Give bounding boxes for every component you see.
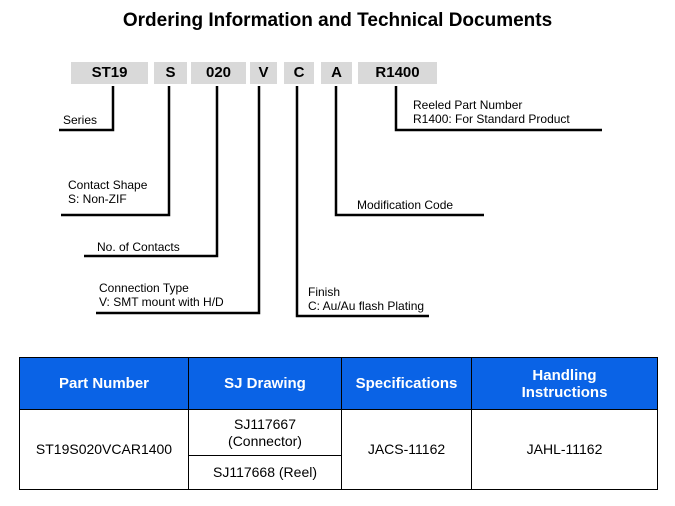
label-contact-shape-desc: S: Non-ZIF: [68, 192, 127, 206]
label-connection-type-title: Connection Type: [99, 281, 189, 295]
drawing-connector-note: (Connector): [228, 432, 302, 449]
cell-part-number: ST19S020VCAR1400: [19, 409, 189, 490]
segment-contact-shape: S: [154, 62, 187, 84]
header-specifications: Specifications: [341, 357, 472, 410]
cell-specifications: JACS-11162: [341, 409, 472, 490]
label-modification: Modification Code: [357, 198, 454, 212]
label-contacts: No. of Contacts: [97, 240, 180, 254]
header-handling-line1: Handling: [532, 366, 597, 384]
header-handling-line2: Instructions: [521, 383, 608, 401]
segment-finish: C: [284, 62, 314, 84]
label-series: Series: [63, 113, 98, 127]
line-connection-type: [96, 86, 261, 315]
label-finish-title: Finish: [308, 285, 341, 299]
line-series: [59, 86, 115, 132]
cell-drawing-connector: SJ117667 (Connector): [188, 409, 342, 456]
label-reeled-title: Reeled Part Number: [413, 98, 523, 112]
line-modification: [334, 86, 484, 217]
line-contacts: [84, 86, 219, 258]
header-handling-instructions: Handling Instructions: [471, 357, 658, 410]
documents-table: Part Number SJ Drawing Specifications Ha…: [19, 357, 658, 490]
line-finish: [295, 86, 429, 318]
cell-drawing-reel: SJ117668 (Reel): [188, 455, 342, 490]
segment-connection-type: V: [250, 62, 277, 84]
segment-series: ST19: [71, 62, 148, 84]
line-contact-shape: [61, 86, 171, 217]
page-title: Ordering Information and Technical Docum…: [122, 10, 553, 31]
line-reeled: [394, 86, 602, 132]
header-part-number: Part Number: [19, 357, 189, 410]
segment-modification: A: [321, 62, 352, 84]
segment-reeled: R1400: [358, 62, 437, 84]
segment-contacts: 020: [191, 62, 246, 84]
label-finish-desc: C: Au/Au flash Plating: [308, 299, 425, 313]
callout-lines: [59, 86, 602, 318]
label-connection-type-desc: V: SMT mount with H/D: [99, 295, 224, 309]
drawing-connector-number: SJ117667: [233, 415, 296, 432]
label-contact-shape-title: Contact Shape: [68, 178, 148, 192]
cell-handling: JAHL-11162: [471, 409, 658, 490]
label-reeled-desc: R1400: For Standard Product: [413, 112, 570, 126]
header-sj-drawing: SJ Drawing: [188, 357, 342, 410]
